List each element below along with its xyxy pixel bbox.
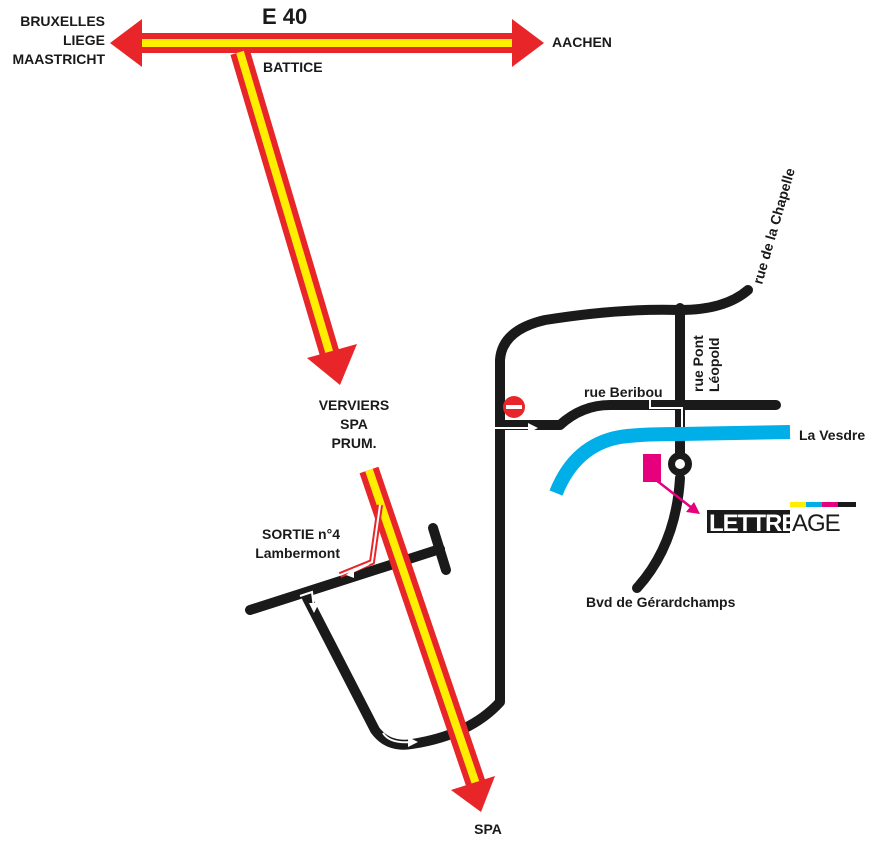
a27-motorway-south — [338, 466, 495, 812]
street-rue-de-la-chapelle: rue de la Chapelle — [750, 166, 798, 286]
pointer-arrow-icon — [686, 502, 700, 514]
west-destination-1: BRUXELLES — [20, 13, 105, 29]
arrow-south-icon — [307, 344, 357, 385]
road-exit-tick — [428, 523, 451, 575]
no-entry-icon — [503, 396, 525, 418]
motorway-destination-3: PRUM. — [331, 435, 376, 451]
street-bvd-gerardchamps: Bvd de Gérardchamps — [586, 594, 736, 610]
east-destination: AACHEN — [552, 34, 612, 50]
arrow-east-icon — [512, 19, 544, 67]
river-label: La Vesdre — [799, 427, 865, 443]
e40-motorway — [110, 19, 544, 67]
motorway-destination-1: VERVIERS — [319, 397, 390, 413]
e40-label: E 40 — [262, 4, 307, 29]
street-rue-pont: rue Pont — [690, 335, 706, 392]
junction-label: BATTICE — [263, 59, 323, 75]
arrow-west-icon — [110, 19, 142, 67]
end-destination: SPA — [474, 821, 502, 837]
logo-text-part1: LETTRE — [709, 510, 797, 537]
a27-motorway-north — [230, 49, 357, 385]
street-leopold: Léopold — [706, 338, 722, 392]
lettreage-logo: LETTRE AGE — [707, 502, 856, 537]
motorway-destination-2: SPA — [340, 416, 368, 432]
road-rue-beribou — [495, 400, 781, 430]
roundabout-icon — [668, 452, 692, 476]
arrow-spa-icon — [451, 776, 495, 812]
destination-marker — [643, 454, 700, 514]
west-destination-2: LIEGE — [63, 32, 105, 48]
street-rue-beribou: rue Beribou — [584, 384, 663, 400]
exit-label-1: SORTIE n°4 — [262, 526, 340, 542]
exit-label-2: Lambermont — [255, 545, 340, 561]
road-bvd-gerardchamps — [632, 473, 685, 593]
west-destination-3: MAASTRICHT — [12, 51, 105, 67]
logo-text-part2: AGE — [792, 510, 840, 537]
river-vesdre — [549, 425, 791, 496]
